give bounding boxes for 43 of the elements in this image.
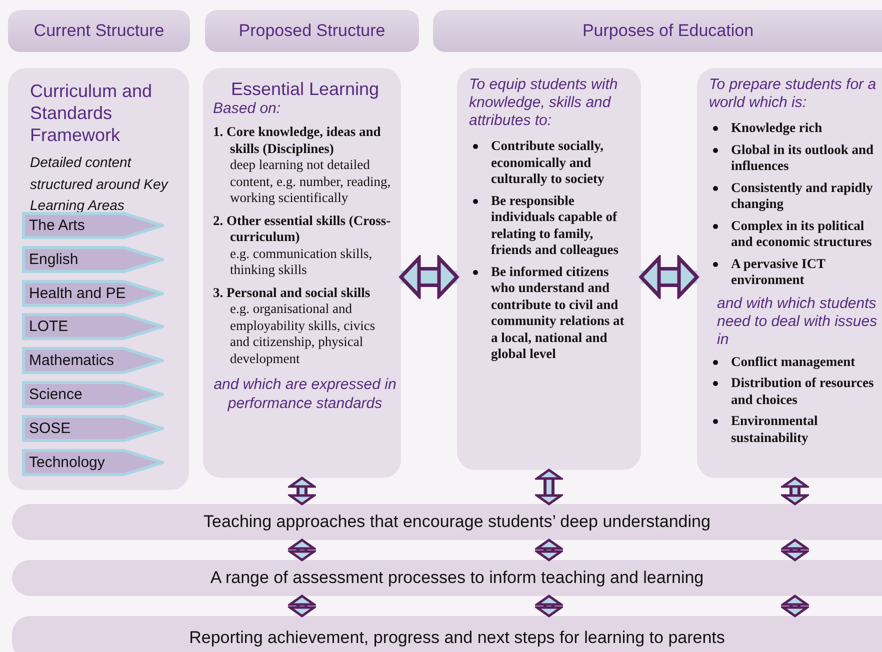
bullet-item: Environmental sustainability [731,413,819,446]
bullet-item: Knowledge rich [731,120,824,136]
intro-text: To prepare students for a world which is: [709,76,878,112]
numbered-item: 2. Other essential skills (Cross-curriculum) [213,212,392,246]
item-description: deep learning not detailed content, e.g. number, reading, working scientifically [229,157,392,206]
column-header: Current Structure [8,10,190,52]
panel-title: Curriculum and Standards Framework [30,80,154,146]
bullet-item: Contribute socially, economically and culturally to society [491,138,606,188]
bullet-item: Consistently and rapidly changing [731,180,874,212]
item-description: e.g. communication skills, thinking skills [229,246,374,278]
learning-area-tab: Mathematics [22,347,164,374]
process-band: A range of assessment processes to inform teaching and learning [12,560,882,596]
learning-area-tab: English [22,246,164,273]
intro-text: and with which students need to deal with issues in [717,294,878,348]
bullet-item: Global in its outlook and influences [731,142,875,174]
learning-area-tab: Health and PE [22,280,164,307]
learning-area-tab: Science [22,381,164,408]
learning-area-tab: SOSE [22,414,164,442]
column-header: Purposes of Education [433,10,882,52]
item-description: e.g. organisational and employability skills, civics and citizenship, physical development [229,301,376,367]
column-header: Proposed Structure [205,10,419,52]
description-text: Detailed content structured around Key Learning Areas [30,153,170,215]
bullet-item: Be informed citizens who understand and contribute to civil and community relations at a local, national and global level [491,264,626,362]
subtitle: Based on: [213,100,282,118]
column-panel [203,68,401,478]
column-panel [697,68,882,478]
column-panel [457,68,641,470]
intro-text: To equip students with knowledge, skills and attributes to: [469,76,619,130]
bullet-item: Be responsible individuals capable of relating to family, friends and colleagues [491,192,620,258]
panel-title: Essential Learning [230,78,380,100]
bullet-item: Complex in its political and economic structures [731,218,873,250]
bullet-item: Distribution of resources and choices [731,375,875,408]
footnote-text: and which are expressed in performance standards [213,375,397,413]
process-band: Teaching approaches that encourage students’ deep understanding [12,504,882,540]
learning-area-tab: Technology [22,448,164,476]
process-band: Reporting achievement, progress and next steps for learning to parents [12,616,882,652]
learning-area-tab: The Arts [22,212,164,239]
numbered-item: 1. Core knowledge, ideas and skills (Disciplines) [213,124,382,157]
numbered-item: 3. Personal and social skills [213,284,372,301]
learning-area-tab: LOTE [22,313,164,340]
bullet-item: A pervasive ICT environment [731,256,826,288]
bullet-item: Conflict management [731,354,856,370]
column-panel [8,68,189,490]
